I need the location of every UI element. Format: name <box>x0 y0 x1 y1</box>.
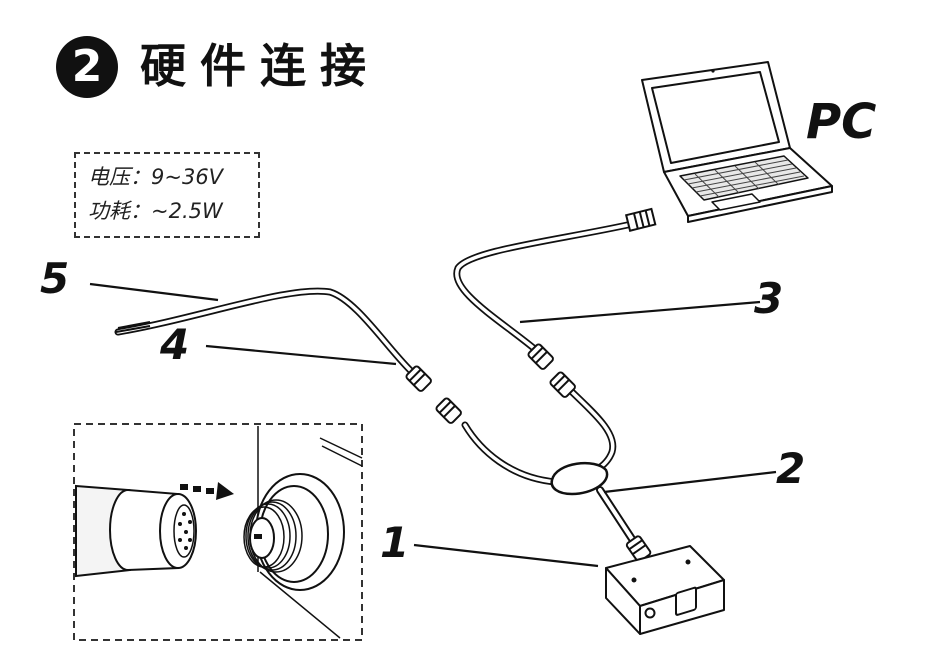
connectors <box>405 343 652 563</box>
device-box <box>605 545 725 635</box>
section-title: 硬件连接 <box>140 39 380 93</box>
step-number-badge: 2 <box>56 36 118 98</box>
laptop-illustration <box>641 61 833 223</box>
callout-5: 5 <box>40 254 70 303</box>
y-splitter <box>550 462 609 496</box>
cable-to-pc <box>453 220 636 354</box>
callout-leaders <box>89 282 777 568</box>
cables <box>114 220 640 549</box>
spec-box: 电压：9~36V 功耗：~2.5W <box>74 152 260 238</box>
callout-2: 2 <box>776 444 806 493</box>
detail-inset <box>73 423 363 641</box>
pc-label: PC <box>806 94 877 150</box>
wire-leads <box>115 321 151 333</box>
insert-arrow-icon <box>180 482 234 500</box>
voltage-spec: 电压：9~36V <box>88 165 224 189</box>
rj45-plug <box>624 207 657 232</box>
callout-3: 3 <box>754 274 784 323</box>
callout-4: 4 <box>160 320 190 369</box>
callout-1: 1 <box>380 518 410 567</box>
power-spec: 功耗：~2.5W <box>88 199 223 223</box>
